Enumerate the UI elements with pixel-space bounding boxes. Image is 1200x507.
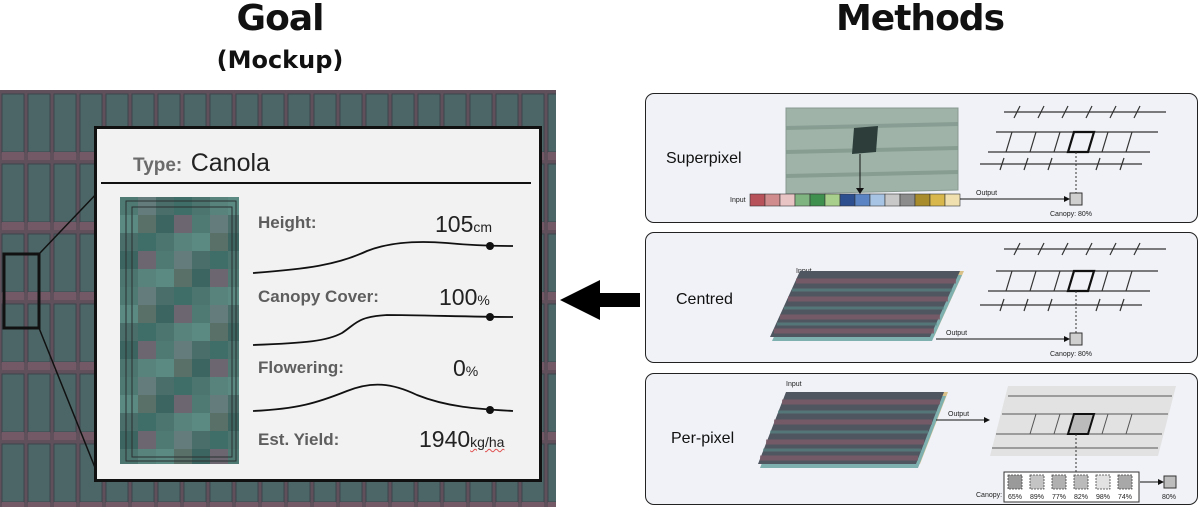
pixel-prediction-value: 74% bbox=[1118, 494, 1132, 501]
canopy-curve bbox=[252, 314, 514, 346]
crop-summary-card: Type: Canola Height: 105cm Canopy Cover:… bbox=[94, 126, 542, 482]
input-feature-cell bbox=[839, 193, 856, 207]
pixel-prediction-cell bbox=[1095, 474, 1111, 490]
pixel-prediction-value: 98% bbox=[1096, 494, 1110, 501]
method-label-perpixel: Per-pixel bbox=[671, 430, 735, 447]
superpixel-segment bbox=[852, 126, 878, 154]
input-feature-cell bbox=[809, 193, 826, 207]
plot-thumbnail bbox=[120, 197, 239, 464]
yield-value: 1940kg/ha bbox=[419, 426, 505, 452]
pixel-prediction-cell bbox=[1073, 474, 1089, 490]
input-feature-cell bbox=[824, 193, 841, 207]
height-curve-marker bbox=[486, 242, 494, 250]
pixel-prediction-cell bbox=[1029, 474, 1045, 490]
pixel-prediction-value: 77% bbox=[1052, 494, 1066, 501]
perpixel-distribution-box bbox=[1003, 471, 1140, 503]
centred-image-stack bbox=[770, 271, 964, 341]
pixel-prediction-value: 82% bbox=[1074, 494, 1088, 501]
crop-type-row: Type: Canola bbox=[133, 149, 270, 178]
method-label-superpixel: Superpixel bbox=[666, 150, 742, 167]
canopy-cover-label: Canopy Cover: bbox=[258, 287, 379, 306]
input-feature-cell bbox=[899, 193, 916, 207]
method-panel-centred: Centred Input Output Canopy: 80% bbox=[645, 232, 1198, 363]
centred-output-cell bbox=[1069, 332, 1083, 346]
flowering-value: 0% bbox=[453, 355, 479, 381]
input-feature-cell bbox=[749, 193, 766, 207]
height-value: 105cm bbox=[435, 211, 493, 237]
yield-label: Est. Yield: bbox=[258, 430, 340, 449]
input-feature-cell bbox=[884, 193, 901, 207]
superpixel-output-cell bbox=[1069, 192, 1083, 206]
goal-subtitle: (Mockup) bbox=[216, 46, 344, 74]
superpixel-output-label: Output bbox=[976, 190, 997, 197]
perpixel-result-cell bbox=[1163, 475, 1177, 489]
card-divider bbox=[101, 182, 531, 184]
type-label: Type: bbox=[133, 155, 183, 176]
method-panel-perpixel: Per-pixel Input Output bbox=[645, 373, 1198, 505]
input-feature-cell bbox=[914, 193, 931, 207]
flowering-curve-marker bbox=[486, 406, 494, 414]
input-feature-cell bbox=[794, 193, 811, 207]
methods-title: Methods bbox=[835, 0, 1005, 39]
pixel-prediction-value: 89% bbox=[1030, 494, 1044, 501]
input-feature-cell bbox=[764, 193, 781, 207]
input-feature-cell bbox=[854, 193, 871, 207]
perpixel-canopy-label: Canopy: bbox=[976, 492, 1002, 499]
superpixel-input-label: Input bbox=[730, 197, 746, 204]
input-feature-cell bbox=[779, 193, 796, 207]
perpixel-highlight-cell bbox=[1066, 413, 1096, 435]
height-curve bbox=[252, 241, 514, 274]
goal-title: Goal bbox=[236, 0, 325, 39]
perpixel-input-label: Input bbox=[786, 381, 802, 388]
centred-canopy-label: Canopy: 80% bbox=[1050, 351, 1092, 358]
input-feature-cell bbox=[869, 193, 886, 207]
perpixel-result-value: 80% bbox=[1162, 494, 1176, 501]
pixel-prediction-cell bbox=[1051, 474, 1067, 490]
centred-highlight-cell bbox=[1066, 269, 1096, 293]
pixel-prediction-value: 65% bbox=[1008, 494, 1022, 501]
method-label-centred: Centred bbox=[676, 291, 733, 308]
left-arrow-icon bbox=[560, 278, 642, 326]
canopy-cover-value: 100% bbox=[439, 284, 490, 310]
flowering-label: Flowering: bbox=[258, 358, 344, 377]
flowering-curve bbox=[252, 383, 514, 412]
input-feature-cell bbox=[944, 193, 961, 207]
height-label: Height: bbox=[258, 213, 317, 232]
input-feature-cell bbox=[929, 193, 946, 207]
superpixel-highlight-cell bbox=[1066, 130, 1096, 154]
perpixel-output-label: Output bbox=[948, 411, 969, 418]
method-panel-superpixel: Superpixel Input Output Canopy: 80% bbox=[645, 93, 1198, 223]
pixel-prediction-cell bbox=[1007, 474, 1023, 490]
superpixel-canopy-label: Canopy: 80% bbox=[1050, 211, 1092, 218]
type-value: Canola bbox=[190, 149, 270, 177]
pixel-prediction-cell bbox=[1117, 474, 1133, 490]
centred-output-label: Output bbox=[946, 330, 967, 337]
canopy-curve-marker bbox=[486, 313, 494, 321]
perpixel-image-stack bbox=[758, 392, 948, 468]
